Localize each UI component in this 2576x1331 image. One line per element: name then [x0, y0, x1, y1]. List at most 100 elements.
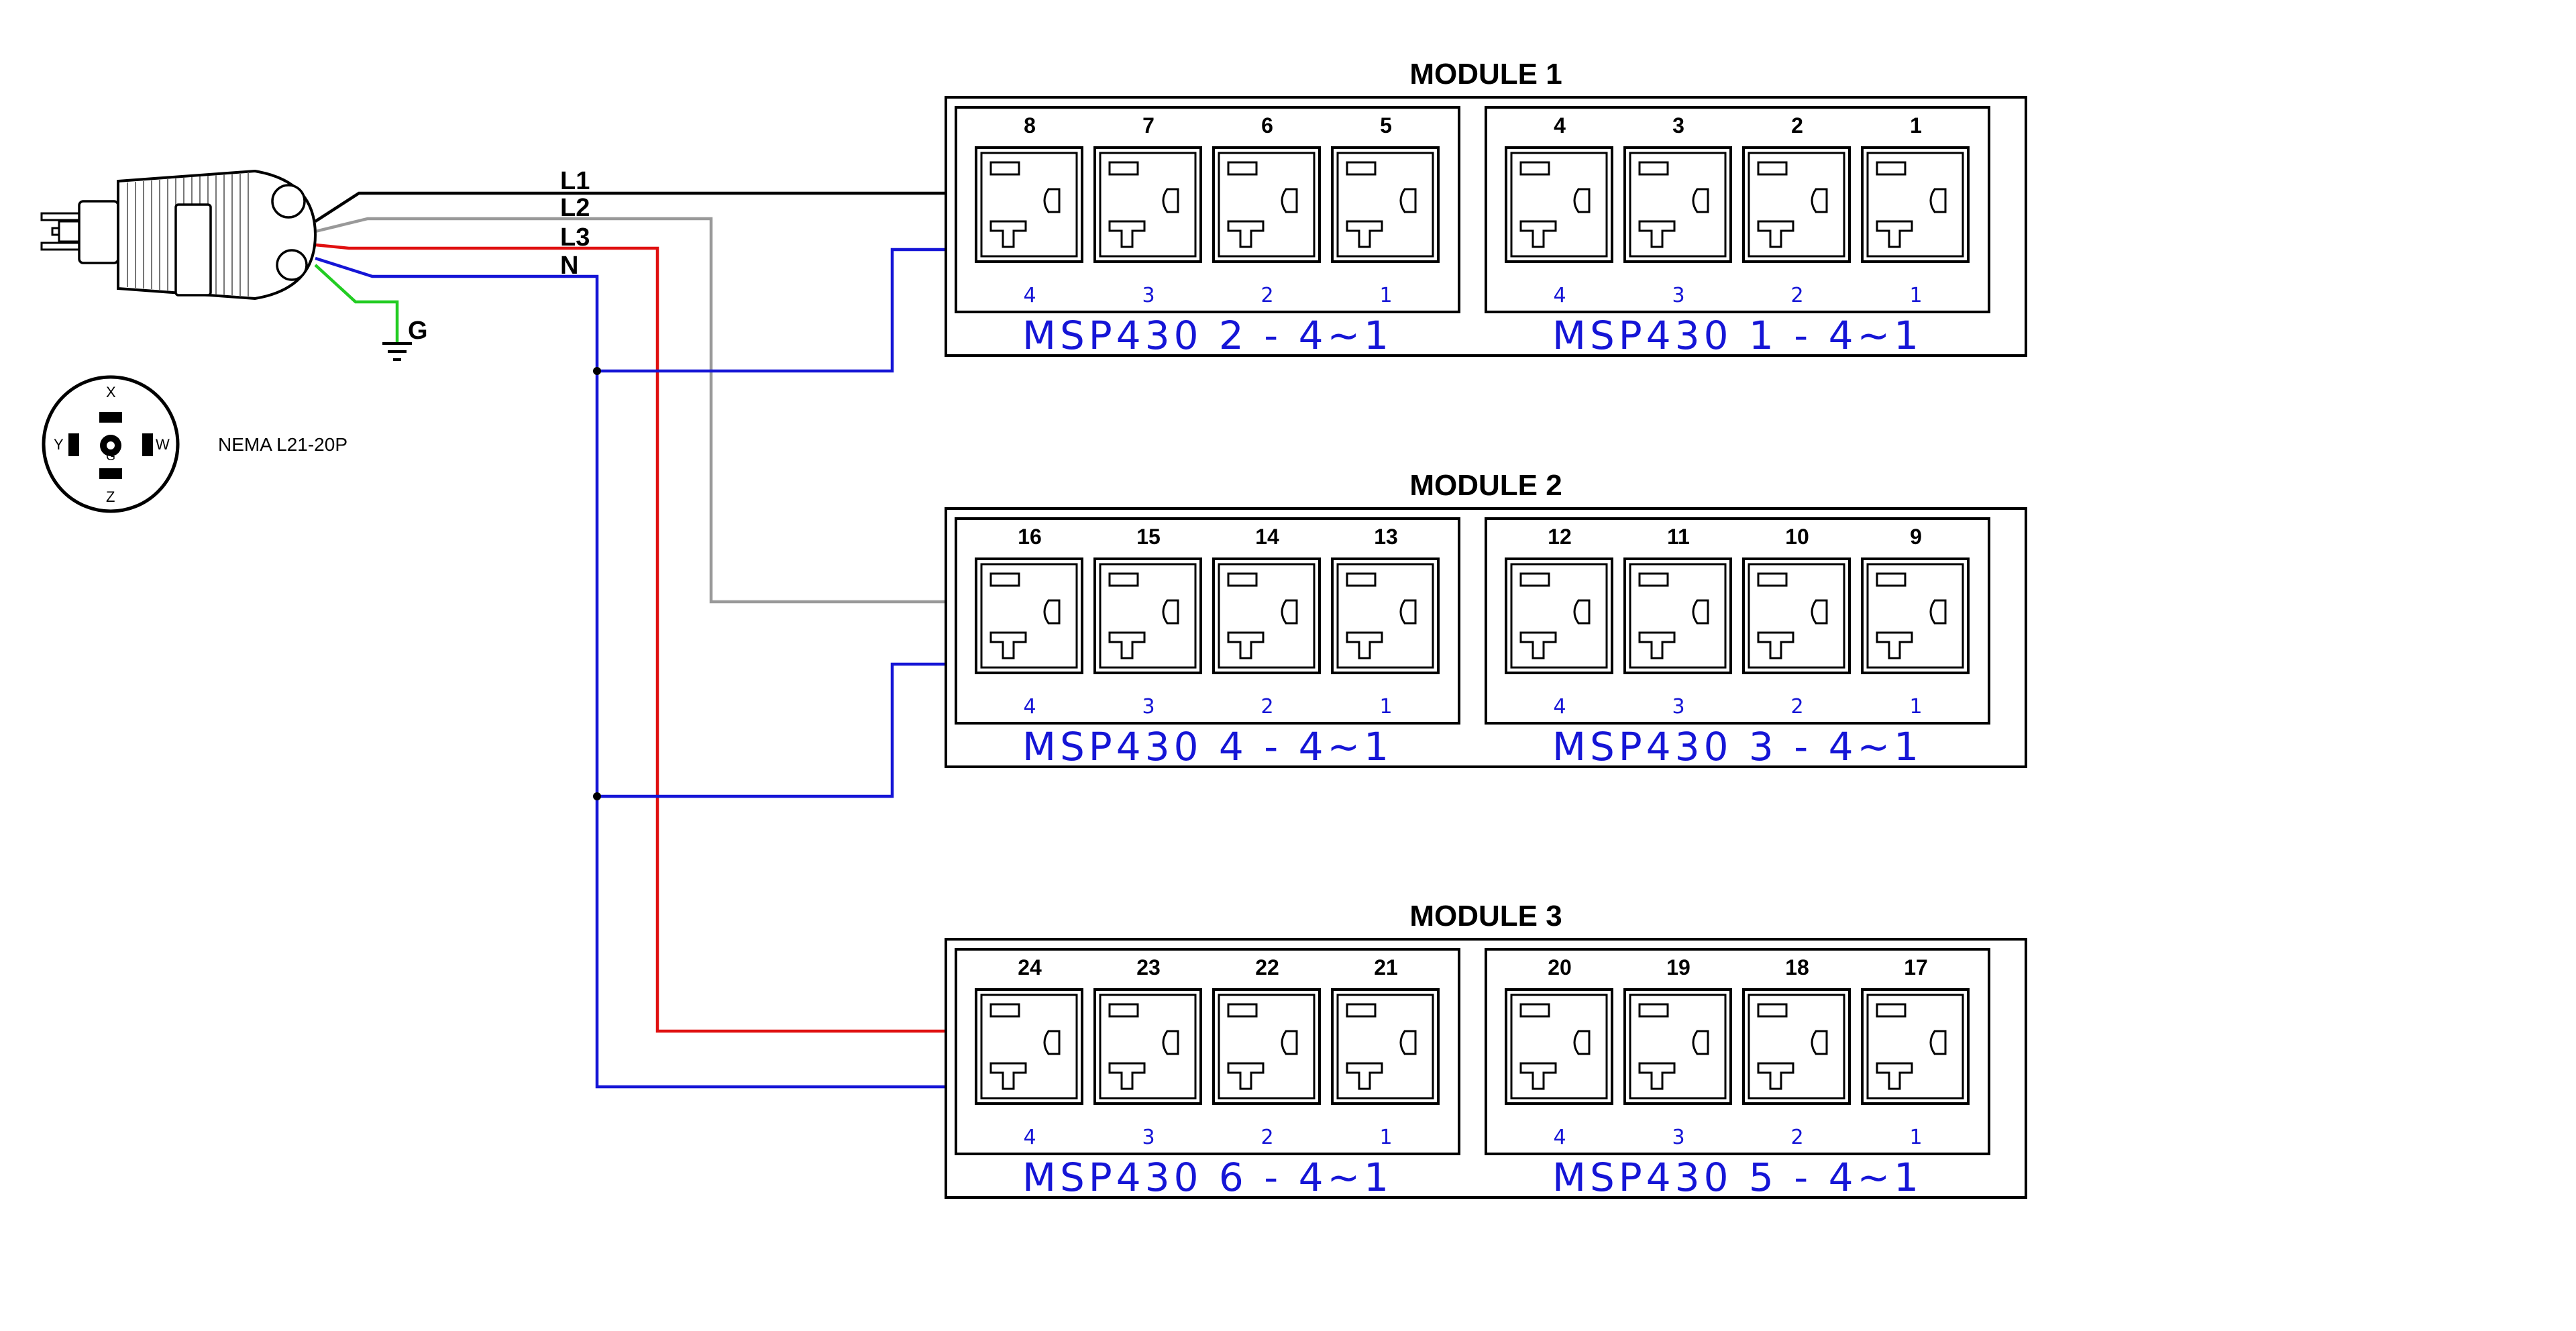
wire-label-n: N	[560, 252, 578, 280]
port-number: 1	[1909, 695, 1922, 718]
outlet-number: 12	[1548, 525, 1572, 549]
plug-label: NEMA L21-20P	[218, 434, 347, 455]
module-frame	[945, 507, 2027, 768]
outlet-icon	[1331, 146, 1440, 263]
outlet-icon	[1623, 557, 1732, 674]
outlet-number: 4	[1554, 113, 1566, 138]
module-frame	[945, 938, 2027, 1199]
msp430-caption: MSP430 3 - 4~1	[1552, 724, 1923, 769]
outlet-number: 3	[1672, 113, 1684, 138]
port-number: 2	[1790, 1126, 1803, 1149]
outlet-number: 15	[1136, 525, 1161, 549]
ground-label: G	[408, 317, 428, 345]
port-number: 1	[1379, 1126, 1392, 1149]
outlet-number: 5	[1380, 113, 1392, 138]
port-number: 2	[1260, 284, 1273, 307]
msp430-caption: MSP430 6 - 4~1	[1022, 1155, 1393, 1200]
msp430-caption: MSP430 2 - 4~1	[1022, 313, 1393, 358]
module-title: MODULE 1	[1409, 58, 1562, 91]
plug-pin-x: X	[106, 384, 116, 401]
port-number: 4	[1023, 1126, 1036, 1149]
outlet-icon	[1505, 988, 1613, 1105]
outlet-number: 19	[1666, 955, 1690, 979]
outlet-icon	[975, 146, 1083, 263]
outlet-number: 16	[1018, 525, 1042, 549]
outlet-number: 13	[1374, 525, 1398, 549]
outlet-number: 14	[1255, 525, 1279, 549]
wire-l2	[315, 217, 946, 604]
msp430-caption: MSP430 4 - 4~1	[1022, 724, 1393, 769]
outlet-icon	[1505, 557, 1613, 674]
plug-pin-z: Z	[106, 488, 115, 505]
outlet-group-frame	[1485, 948, 1990, 1155]
outlet-icon	[1861, 557, 1970, 674]
module-title: MODULE 3	[1409, 900, 1562, 933]
wire-n	[315, 256, 946, 1089]
ground-symbol-icon	[382, 342, 412, 361]
port-number: 4	[1023, 695, 1036, 718]
port-number: 2	[1790, 695, 1803, 718]
outlet-icon	[1861, 988, 1970, 1105]
outlet-number: 24	[1018, 955, 1042, 979]
port-number: 4	[1023, 284, 1036, 307]
port-number: 3	[1672, 1126, 1684, 1149]
outlet-number: 9	[1910, 525, 1922, 549]
outlet-group-frame	[955, 948, 1460, 1155]
outlet-icon	[1093, 988, 1202, 1105]
outlet-icon	[1093, 146, 1202, 263]
outlet-icon	[1331, 988, 1440, 1105]
outlet-group-frame	[1485, 106, 1990, 313]
wire-l1	[314, 191, 946, 223]
outlet-icon	[1861, 146, 1970, 263]
module-title: MODULE 2	[1409, 469, 1562, 502]
outlet-number: 11	[1667, 525, 1690, 549]
outlet-number: 21	[1374, 955, 1398, 979]
port-number: 1	[1379, 695, 1392, 718]
outlet-group-frame	[955, 106, 1460, 313]
outlet-icon	[975, 988, 1083, 1105]
plug-face-icon: X W Z Y G	[42, 375, 180, 513]
wire-label-l3: L3	[560, 223, 590, 252]
outlet-number: 22	[1255, 955, 1279, 979]
outlet-number: 2	[1791, 113, 1803, 138]
port-number: 3	[1672, 284, 1684, 307]
plug-pin-w: W	[156, 436, 170, 453]
port-number: 4	[1553, 284, 1566, 307]
outlet-group-frame	[1485, 517, 1990, 725]
outlet-number: 1	[1910, 113, 1922, 138]
outlet-icon	[1212, 146, 1321, 263]
outlet-icon	[1331, 557, 1440, 674]
wire-label-l2: L2	[560, 194, 590, 222]
wire-layer	[314, 191, 946, 1089]
outlet-icon	[1623, 146, 1732, 263]
port-number: 3	[1672, 695, 1684, 718]
port-number: 2	[1790, 284, 1803, 307]
outlet-number: 8	[1024, 113, 1036, 138]
wire-label-l1: L1	[560, 167, 590, 195]
outlet-group-frame	[955, 517, 1460, 725]
port-number: 3	[1142, 1126, 1155, 1149]
outlet-number: 23	[1136, 955, 1161, 979]
plug-pin-g: G	[106, 449, 115, 463]
port-number: 1	[1909, 1126, 1922, 1149]
outlet-icon	[1742, 146, 1851, 263]
port-number: 3	[1142, 695, 1155, 718]
outlet-number: 18	[1785, 955, 1809, 979]
port-number: 4	[1553, 695, 1566, 718]
wire-l3	[315, 243, 946, 1033]
outlet-icon	[1212, 988, 1321, 1105]
outlet-icon	[1093, 557, 1202, 674]
port-number: 2	[1260, 695, 1273, 718]
outlet-number: 10	[1785, 525, 1809, 549]
